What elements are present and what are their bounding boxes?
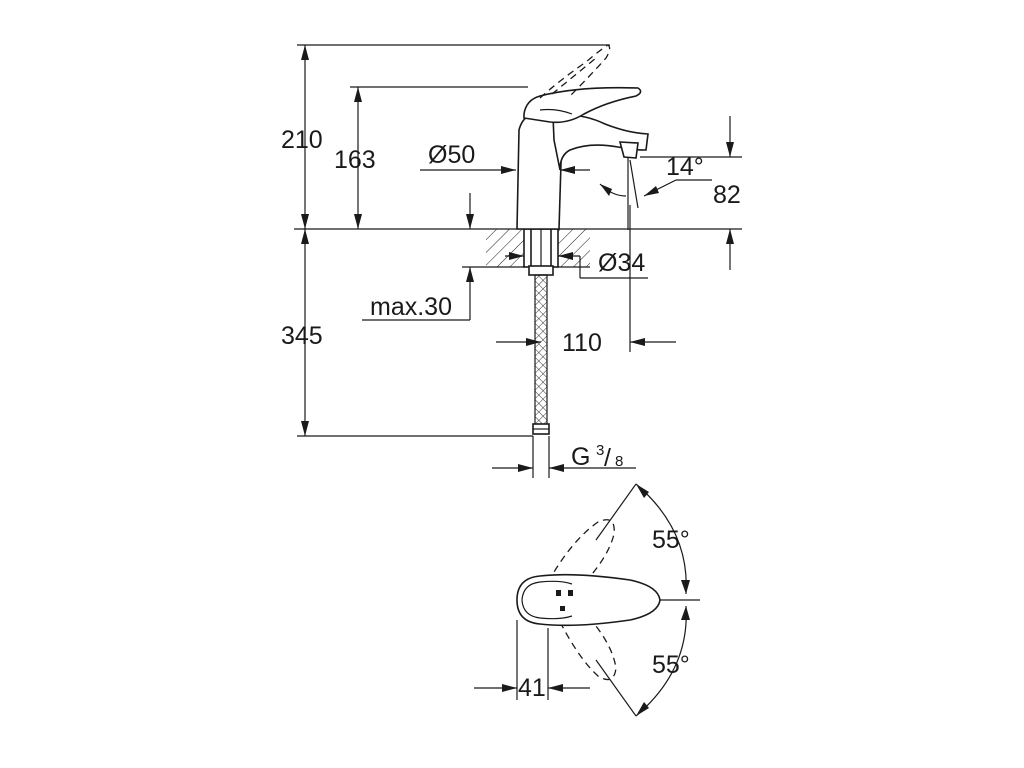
dim-thread-main: G xyxy=(571,443,590,471)
fixing-nut xyxy=(528,265,554,276)
top-view: 55° 55° 41 xyxy=(474,483,700,717)
dim-total-height: 210 xyxy=(281,126,323,154)
side-view: 210 163 Ø50 14° 82 Ø xyxy=(281,44,742,478)
dim-below-deck-length: 345 xyxy=(281,322,323,350)
cold-indicator xyxy=(568,590,573,596)
dim-thread-slash: / xyxy=(604,444,611,472)
dim-max-deck-thickness: max.30 xyxy=(370,293,452,321)
dim-hole-diameter: Ø34 xyxy=(598,249,645,277)
dim-lever-angle-lower: 55° xyxy=(652,651,690,679)
lever-handle xyxy=(523,86,642,124)
lever-right-position-outline xyxy=(559,611,617,681)
dim-lever-angle-upper: 55° xyxy=(652,526,690,554)
dim-spout-to-deck: 82 xyxy=(713,181,741,209)
dim-thread-denominator: 8 xyxy=(615,453,623,470)
dim-body-diameter: Ø50 xyxy=(428,141,475,169)
dim-reach: 110 xyxy=(562,329,602,357)
lever-left-position-outline xyxy=(547,519,615,595)
aerator xyxy=(618,141,639,159)
dim-thread-numerator: 3 xyxy=(596,442,604,459)
deck-section-right xyxy=(558,229,590,267)
deck-section-left xyxy=(486,229,524,267)
dim-spout-height: 163 xyxy=(334,146,376,174)
flexible-hose xyxy=(534,274,548,426)
hot-indicator xyxy=(556,590,561,596)
dim-spout-angle: 14° xyxy=(666,153,704,181)
dim-lever-width: 41 xyxy=(518,674,546,702)
